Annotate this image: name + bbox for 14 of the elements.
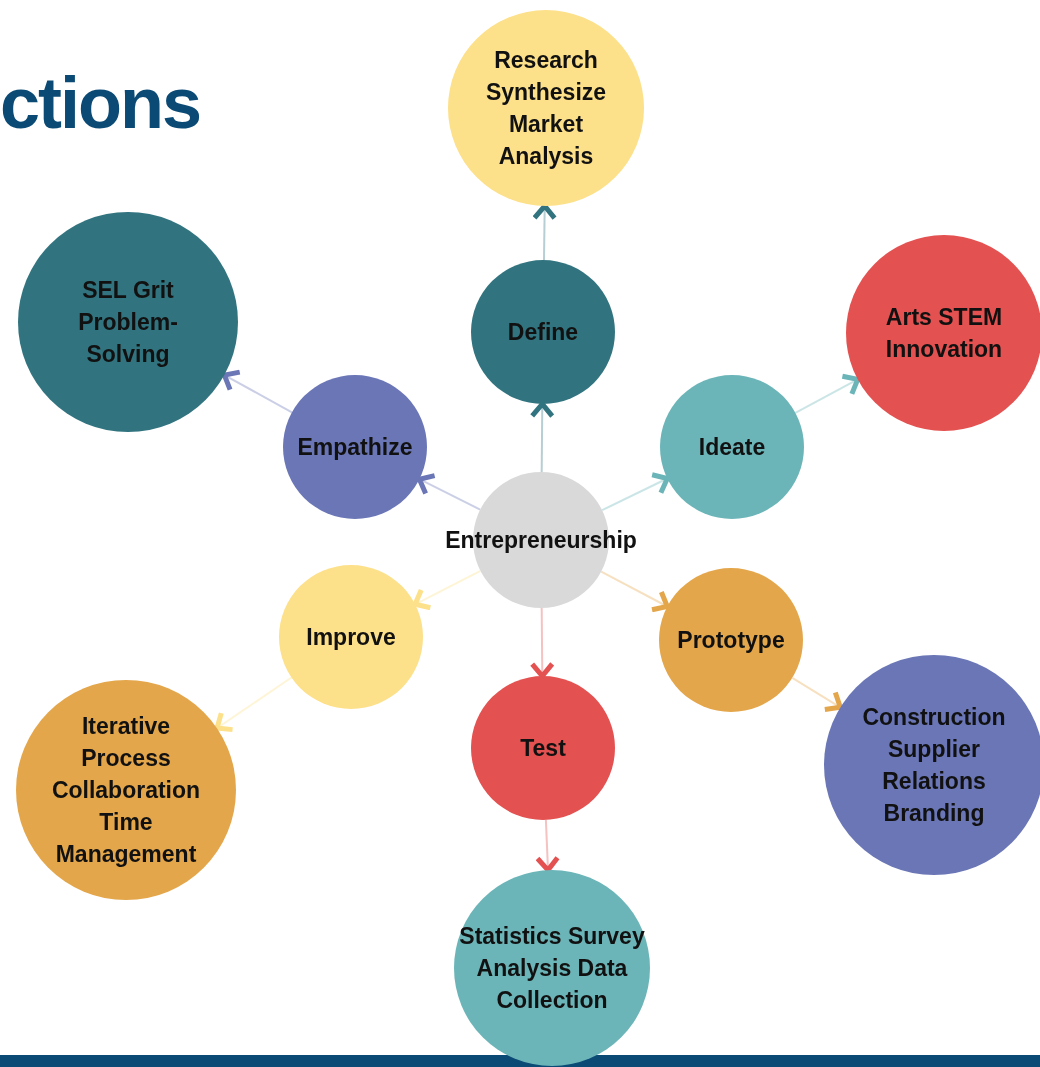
node-label: Test — [520, 734, 566, 763]
node-label: Research Synthesize Market Analysis — [484, 46, 608, 171]
node-label: Ideate — [698, 433, 766, 462]
node-label: Entrepreneurship — [445, 526, 637, 555]
node-label: Empathize — [297, 433, 413, 462]
node-label: SEL Grit Problem-Solving — [77, 276, 179, 369]
node-label: Arts STEM Innovation — [884, 303, 1004, 364]
title: ctions — [0, 62, 201, 144]
node-label: Construction Supplier Relations Branding — [861, 703, 1007, 828]
node-label: Iterative Process Collaboration Time Management — [50, 712, 202, 869]
node-label: Statistics Survey Analysis Data Collection — [458, 922, 646, 1015]
node-label: Improve — [306, 623, 396, 652]
node-label: Define — [507, 318, 579, 347]
node-label: Prototype — [677, 626, 785, 655]
